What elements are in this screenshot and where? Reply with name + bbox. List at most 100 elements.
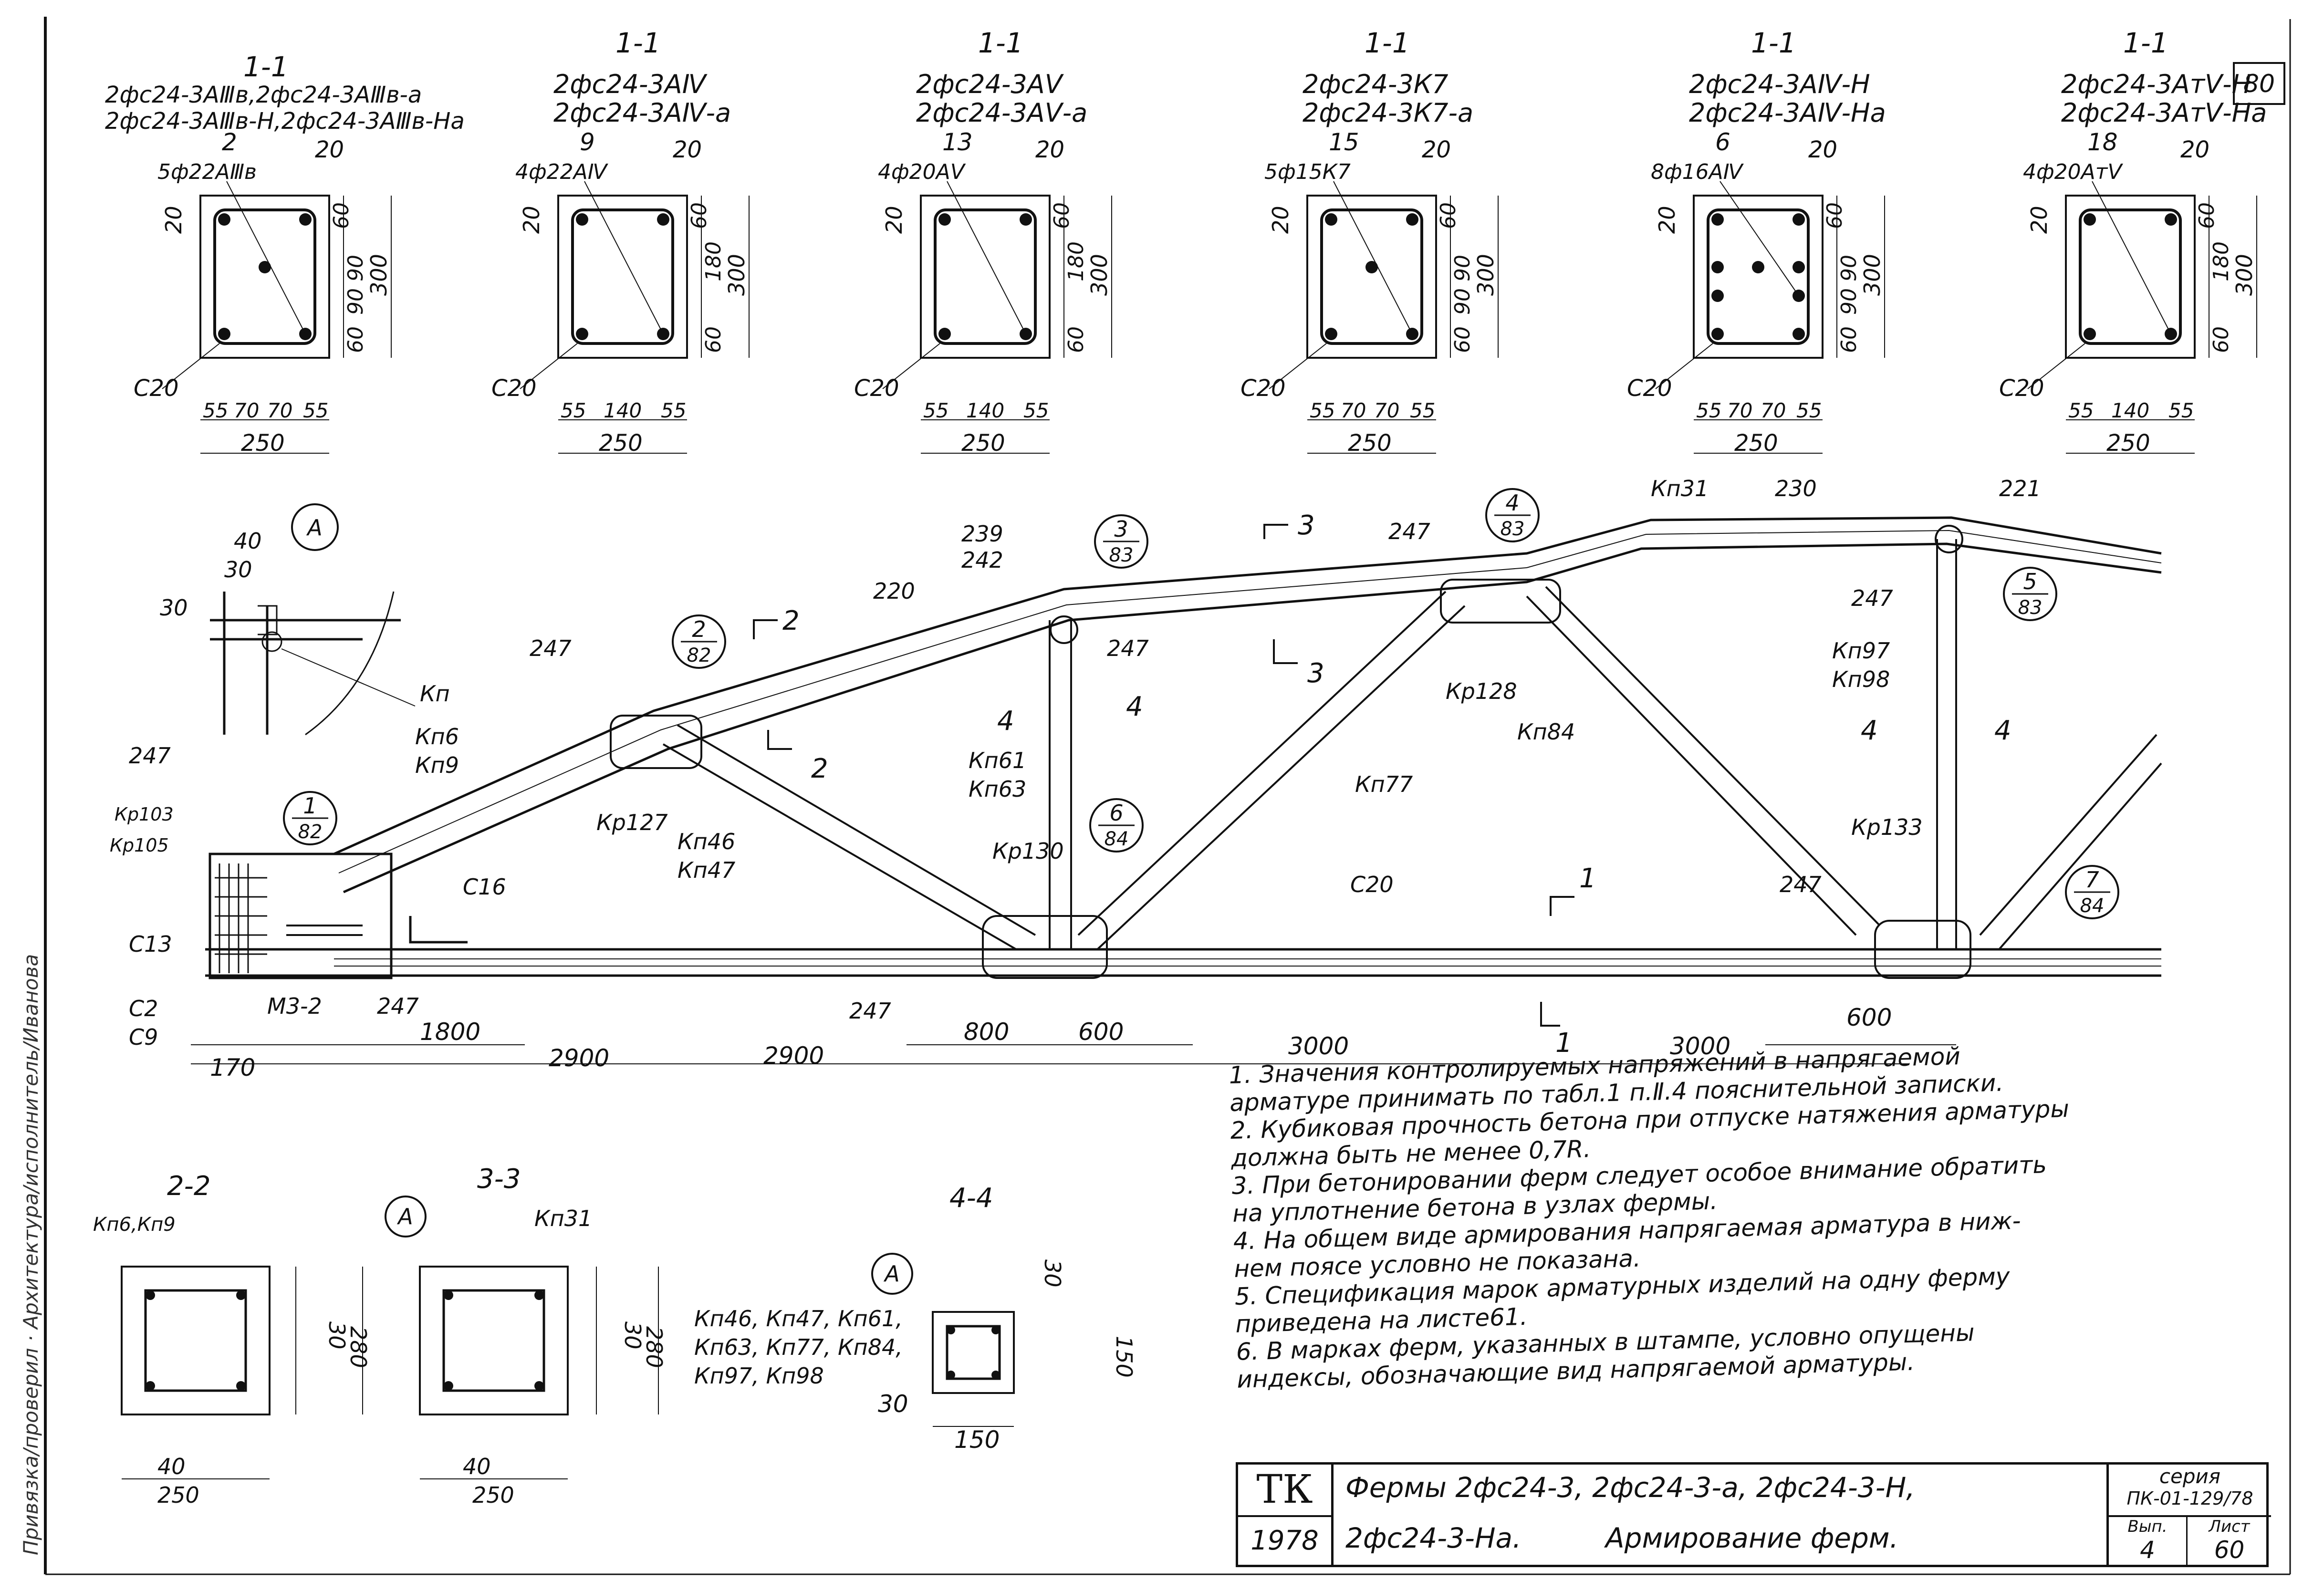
- cross-section-rebar: 8ф16АⅣ: [1651, 160, 1744, 184]
- label-239: 239: [961, 521, 1003, 547]
- web-members: [662, 539, 2162, 950]
- cross-section-dim-b1: 55: [203, 399, 228, 422]
- truss-elevation: [191, 516, 2162, 1064]
- cross-section-rebar: 4ф22АⅣ: [515, 160, 609, 184]
- cross-section-dim-v4: 60: [1450, 326, 1475, 353]
- section-cut-markers: 3 3 2 2 4 4 4 4 1 1: [753, 510, 2011, 1059]
- section-2-2-dim-250: 250: [157, 1482, 199, 1508]
- cross-section-dim-width: 250: [241, 430, 285, 457]
- callout-number: 4: [1505, 490, 1519, 516]
- cross-section-dim-height: 300: [1086, 254, 1112, 296]
- dim-1800: 1800: [420, 1018, 480, 1046]
- cross-section-dim-b4: 55: [303, 399, 328, 422]
- cross-section-mark-2: 2фс24-3АⅤ-а: [916, 98, 1087, 128]
- cross-section-dim-b1: 55: [2068, 399, 2094, 422]
- cut-3-top: 3: [1298, 510, 1315, 541]
- detail-dim-30b: 30: [160, 595, 188, 621]
- cross-section-dim-b4: 55: [1023, 399, 1049, 422]
- label-247-f: 247: [1780, 872, 1822, 897]
- cross-section-dim-v1: 60: [2195, 202, 2219, 229]
- cross-section-dim-top: 20: [1808, 136, 1837, 163]
- cross-section-dim-width: 250: [1734, 430, 1778, 457]
- cross-section-dim-v4: 60: [701, 326, 726, 353]
- cross-section-dim-width: 250: [961, 430, 1005, 457]
- label-kr105: Кр105: [110, 835, 169, 856]
- cross-section-position: 2: [222, 128, 237, 156]
- cross-section-dim-v2: 90: [1450, 255, 1475, 281]
- section-4-4-ref-3: Кп97, Кп98: [694, 1363, 824, 1389]
- section-3-3-callout: А: [396, 1204, 413, 1229]
- cross-section-clip: С20: [491, 375, 537, 402]
- callout-number: 6: [1109, 800, 1123, 826]
- cross-section-dim-b4: 55: [1796, 399, 1822, 422]
- stamp-sheet-label: Лист: [2209, 1517, 2250, 1536]
- label-kr128: Кр128: [1446, 678, 1517, 704]
- section-4-4-ref-1: Кп46, Кп47, Кп61,: [694, 1306, 903, 1331]
- callout-number: 3: [1114, 516, 1128, 542]
- cross-section-dim-top: 20: [2180, 136, 2209, 163]
- callout-sheet: 83: [1109, 544, 1134, 566]
- cross-section-mark-1: 2фс24-3АⅤ: [916, 69, 1064, 99]
- cross-section-dim-cover: 20: [1654, 206, 1680, 234]
- cross-section-dim-v4: 60: [1064, 326, 1088, 353]
- section-4-4-dim-150: 150: [1111, 1336, 1137, 1378]
- cross-section-mark-1: 2фс24-3АⅣ-Н: [1689, 69, 1870, 99]
- cross-section-dim-cover: 20: [161, 206, 187, 234]
- cross-section-cut-label: 1-1: [978, 27, 1023, 59]
- cross-section-dim-top: 20: [1035, 136, 1064, 163]
- callout-sheet: 82: [298, 821, 323, 843]
- cross-section-1: 1-12фс24-3АⅢв,2фс24-3АⅢв-а2фс24-3АⅢв-Н,2…: [105, 51, 465, 457]
- callout-2: 282: [672, 614, 726, 669]
- callout-sheet: 83: [2018, 597, 2043, 619]
- cross-section-dim-v1: 60: [1050, 202, 1074, 229]
- cross-section-dim-height: 300: [366, 254, 392, 296]
- cross-section-dim-v2: 180: [1064, 241, 1088, 281]
- stamp-title-line1: Фермы 2фс24-3, 2фс24-3-а, 2фс24-3-Н,: [1345, 1471, 1915, 1504]
- cross-section-dim-cover: 20: [2026, 206, 2052, 234]
- detail-dim-30a: 30: [224, 557, 252, 582]
- section-4-4-ref-2: Кп63, Кп77, Кп84,: [694, 1334, 903, 1360]
- cut-4-b: 4: [1126, 691, 1143, 722]
- cross-section-dim-b2: 140: [2111, 399, 2149, 422]
- cross-section-mark-1: 2фс24-3АтⅤ-Н: [2061, 69, 2251, 99]
- cross-section-dim-height: 300: [2231, 254, 2257, 296]
- cross-section-mark-1: 2фс24-3АⅢв,2фс24-3АⅢв-а: [105, 82, 422, 108]
- section-2-2-dim-280: 280: [345, 1326, 371, 1368]
- cross-section-dim-b4: 55: [1410, 399, 1435, 422]
- label-247-c: 247: [1851, 585, 1893, 611]
- cross-section-dim-v2: 180: [2209, 241, 2233, 281]
- section-3-3-ref: Кп31: [534, 1206, 592, 1231]
- cross-section-dim-cover: 20: [881, 206, 907, 234]
- label-kp97: Кп97: [1832, 638, 1890, 664]
- stamp-series-label: серия: [2159, 1465, 2221, 1488]
- cross-section-rebar: 5ф22АⅢв: [157, 160, 257, 184]
- cross-section-6: 1-12фс24-3АтⅤ-Н2фс24-3АтⅤ-На184ф20АтⅤ202…: [1999, 27, 2267, 457]
- section-4-4-dim-150b: 150: [954, 1426, 1000, 1454]
- dim-600-a: 600: [1078, 1018, 1124, 1046]
- label-242: 242: [961, 547, 1003, 573]
- cross-section-dim-v2: 90: [344, 255, 368, 281]
- section-4-4: 4-4 А Кп46, Кп47, Кп61, Кп63, Кп77, Кп84…: [694, 1183, 1137, 1454]
- cross-section-mark-2: 2фс24-3АⅣ-а: [553, 98, 731, 128]
- callout-number: 1: [303, 793, 317, 819]
- callout-number: 2: [692, 616, 706, 642]
- cross-section-mark-1: 2фс24-3К7: [1303, 69, 1448, 99]
- cross-section-position: 9: [580, 128, 595, 156]
- section-2-2: 2-2 Кп6,Кп9 30 280 40 250: [93, 1171, 371, 1508]
- cross-section-dim-b2: 70: [234, 399, 259, 422]
- detail-a: [210, 591, 416, 736]
- cross-section-dim-v3: 90: [1450, 288, 1475, 315]
- cross-section-dim-v3: 90: [1837, 288, 1861, 315]
- dim-3000-b: 3000: [1670, 1032, 1730, 1060]
- label-kp6: Кп6: [415, 724, 459, 749]
- section-3-3-dim-30: 30: [620, 1321, 646, 1350]
- section-4-4-dim-30: 30: [1040, 1259, 1065, 1288]
- cross-section-cut-label: 1-1: [1365, 27, 1410, 59]
- callout-4: 483: [1485, 488, 1540, 542]
- cross-section-dim-b2: 140: [604, 399, 642, 422]
- callout-1: 182: [283, 791, 337, 845]
- label-kp98: Кп98: [1832, 666, 1890, 692]
- callout-7: 784: [2065, 865, 2119, 919]
